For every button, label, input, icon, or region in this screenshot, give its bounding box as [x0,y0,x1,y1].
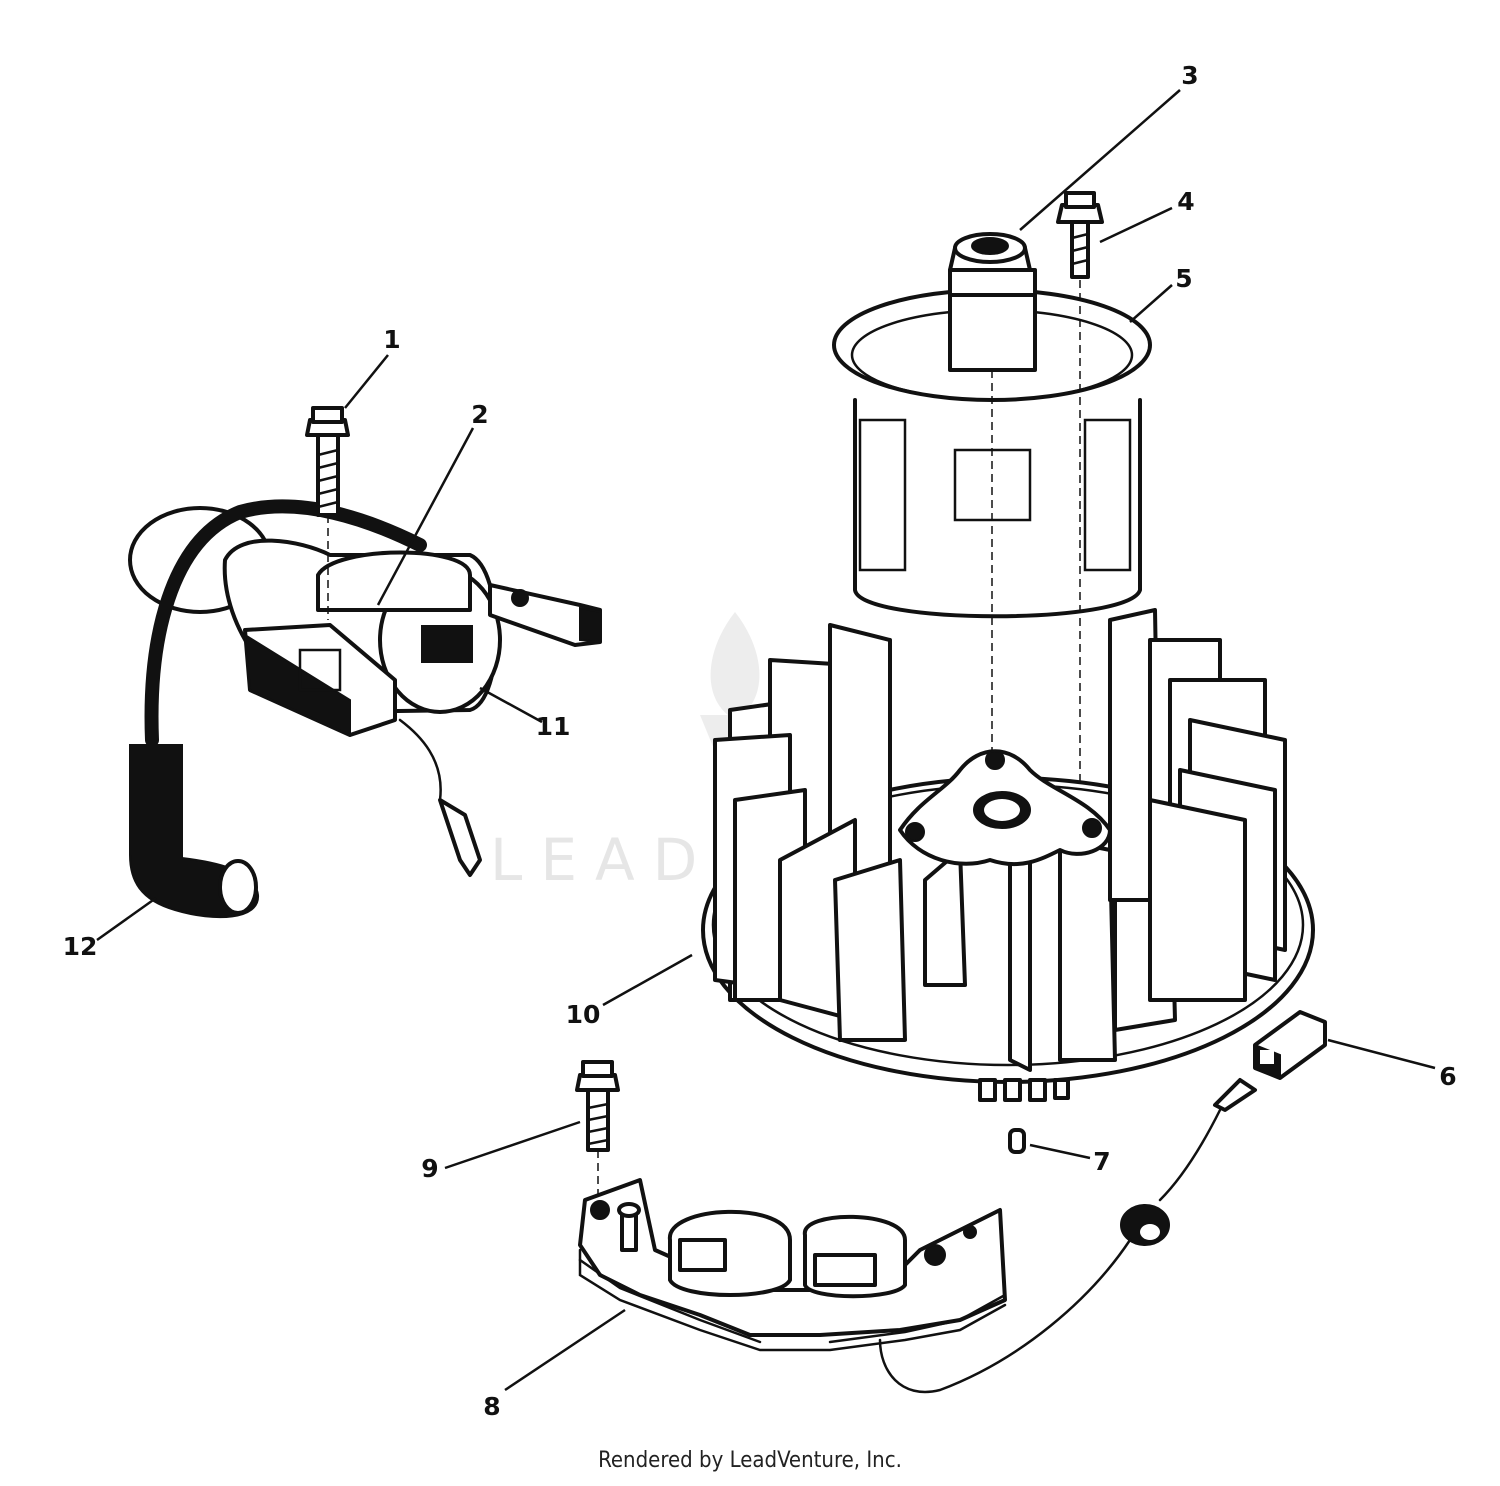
callout-2: 2 [471,400,488,429]
connector-6 [1253,1010,1327,1080]
bolt-4 [1056,191,1104,820]
ground-wire [878,1078,1257,1394]
key-7 [1008,1128,1026,1154]
callout-7: 7 [1093,1147,1110,1176]
callout-3: 3 [1181,61,1198,90]
callout-12: 12 [63,932,98,961]
callout-1: 1 [383,325,400,354]
callout-labels: 1 2 3 4 5 6 7 8 9 10 11 12 [63,61,1457,1421]
bolt-9 [575,1060,620,1205]
flywheel-screen [832,232,1152,760]
footer-credit: Rendered by LeadVenture, Inc. [598,1448,902,1473]
callout-5: 5 [1175,264,1192,293]
callout-11: 11 [536,712,571,741]
charging-coil [578,1178,1007,1352]
leader-lines [96,89,1436,1392]
callout-8: 8 [483,1392,500,1421]
callout-9: 9 [421,1154,438,1183]
callout-10: 10 [566,1000,601,1029]
callout-4: 4 [1177,187,1194,216]
callout-6: 6 [1439,1062,1456,1091]
flywheel [701,608,1315,1102]
spark-plug-boot [129,744,260,919]
ignition-coil-assembly [128,499,602,877]
bolt-1 [305,406,350,620]
